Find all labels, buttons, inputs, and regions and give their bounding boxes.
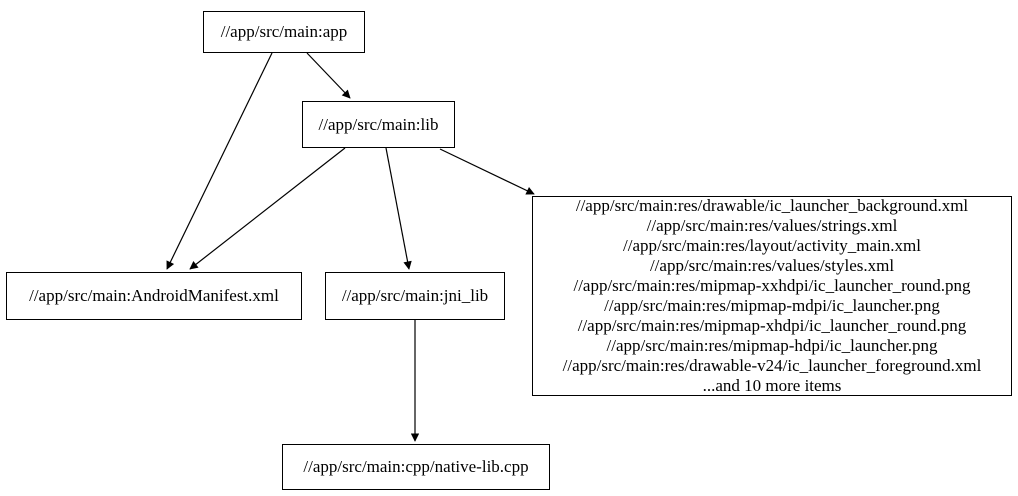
resource-item: //app/src/main:res/values/styles.xml: [649, 256, 895, 275]
node-android-manifest-label: //app/src/main:AndroidManifest.xml: [29, 286, 279, 305]
node-resources-group: //app/src/main:res/drawable/ic_launcher_…: [532, 196, 1012, 396]
resource-more-items: ...and 10 more items: [702, 376, 842, 395]
node-app: //app/src/main:app: [203, 11, 365, 53]
resource-item: //app/src/main:res/mipmap-xxhdpi/ic_laun…: [573, 276, 971, 295]
resource-item: //app/src/main:res/drawable/ic_launcher_…: [575, 196, 969, 215]
node-app-label: //app/src/main:app: [220, 22, 348, 41]
resource-item: //app/src/main:res/values/strings.xml: [646, 216, 898, 235]
node-lib-label: //app/src/main:lib: [318, 114, 439, 134]
node-lib: //app/src/main:lib: [302, 101, 455, 148]
edge-lib-to-manifest: [189, 147, 346, 270]
edge-lib-to-resources: [439, 148, 535, 195]
node-native-lib-cpp-label: //app/src/main:cpp/native-lib.cpp: [303, 457, 529, 476]
node-jni-lib: //app/src/main:jni_lib: [325, 272, 505, 320]
resource-item: //app/src/main:res/drawable-v24/ic_launc…: [562, 356, 982, 375]
resource-item: //app/src/main:res/mipmap-hdpi/ic_launch…: [606, 336, 938, 355]
resource-item: //app/src/main:res/mipmap-mdpi/ic_launch…: [604, 296, 940, 315]
edge-app-to-manifest: [166, 52, 273, 270]
edge-app-to-lib: [306, 52, 351, 99]
node-native-lib-cpp: //app/src/main:cpp/native-lib.cpp: [282, 444, 550, 490]
edge-lib-to-jni-lib: [385, 147, 412, 270]
node-android-manifest: //app/src/main:AndroidManifest.xml: [6, 272, 302, 320]
resource-item: //app/src/main:res/mipmap-xhdpi/ic_launc…: [577, 316, 967, 335]
resource-item: //app/src/main:res/layout/activity_main.…: [623, 236, 921, 255]
node-jni-lib-label: //app/src/main:jni_lib: [341, 286, 489, 305]
